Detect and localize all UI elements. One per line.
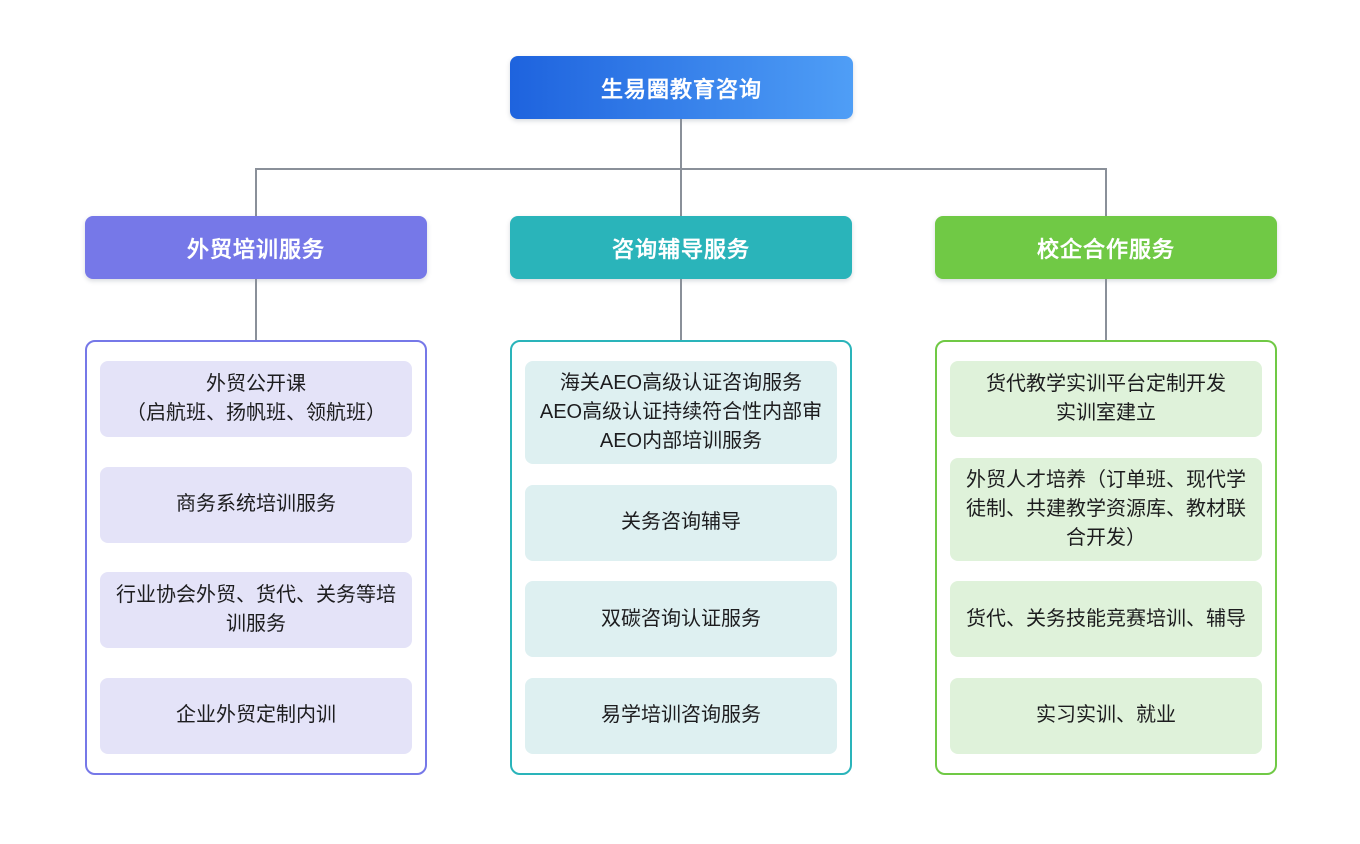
connector-branch3-down <box>1105 279 1107 340</box>
connector-root-vertical <box>680 119 682 168</box>
branch-group-foreign-trade-training: 外贸公开课 （启航班、扬帆班、领航班） 商务系统培训服务 行业协会外贸、货代、关… <box>85 340 427 775</box>
item-training-platform-dev: 货代教学实训平台定制开发 实训室建立 <box>950 361 1262 437</box>
item-enterprise-custom-training: 企业外贸定制内训 <box>100 677 412 754</box>
item-internship-employment: 实习实训、就业 <box>950 677 1262 754</box>
branch-header-consulting-coaching: 咨询辅导服务 <box>510 216 852 279</box>
item-industry-association-training: 行业协会外贸、货代、关务等培 训服务 <box>100 572 412 649</box>
item-yixue-training-consulting: 易学培训咨询服务 <box>525 677 837 754</box>
connector-drop-left <box>255 168 257 216</box>
item-business-system-training: 商务系统培训服务 <box>100 466 412 543</box>
branch-group-school-enterprise: 货代教学实训平台定制开发 实训室建立 外贸人才培养（订单班、现代学 徒制、共建教… <box>935 340 1277 775</box>
item-aeo-certification: 海关AEO高级认证咨询服务 AEO高级认证持续符合性内部审 AEO内部培训服务 <box>525 361 837 464</box>
item-customs-consulting: 关务咨询辅导 <box>525 484 837 561</box>
root-node: 生易圈教育咨询 <box>510 56 853 119</box>
branch-header-school-enterprise: 校企合作服务 <box>935 216 1277 279</box>
item-open-course: 外贸公开课 （启航班、扬帆班、领航班） <box>100 361 412 437</box>
connector-branch1-down <box>255 279 257 340</box>
item-skills-competition: 货代、关务技能竞赛培训、辅导 <box>950 581 1262 658</box>
connector-branch2-down <box>680 279 682 340</box>
connector-drop-center <box>680 168 682 216</box>
branch-group-consulting-coaching: 海关AEO高级认证咨询服务 AEO高级认证持续符合性内部审 AEO内部培训服务 … <box>510 340 852 775</box>
branch-header-foreign-trade-training: 外贸培训服务 <box>85 216 427 279</box>
connector-drop-right <box>1105 168 1107 216</box>
item-dual-carbon-certification: 双碳咨询认证服务 <box>525 581 837 658</box>
item-talent-cultivation: 外贸人才培养（订单班、现代学 徒制、共建教学资源库、教材联 合开发） <box>950 457 1262 561</box>
